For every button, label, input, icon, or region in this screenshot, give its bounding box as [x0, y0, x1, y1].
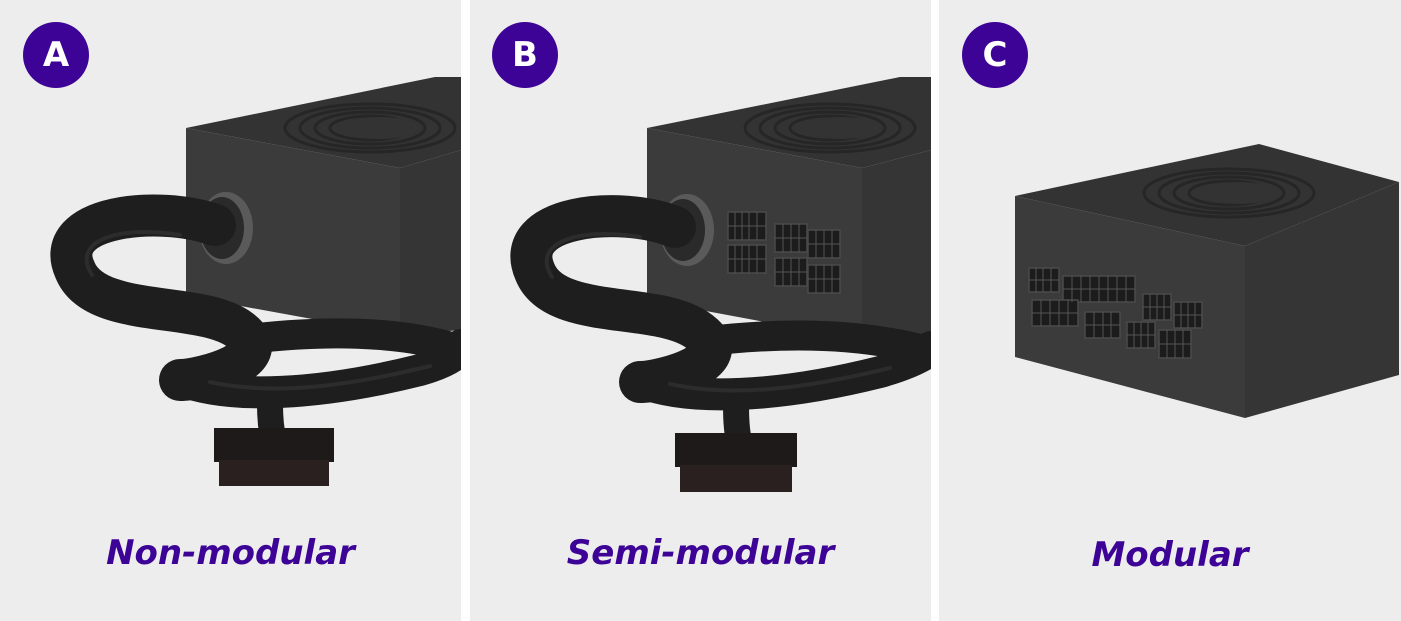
- non-modular-psu-illustration: [50, 77, 461, 486]
- caption-non-modular: Non-modular: [106, 533, 355, 573]
- caption-semi-modular: Semi-modular: [566, 533, 835, 573]
- badge-a: A: [23, 22, 89, 88]
- badge-c: C: [962, 22, 1028, 88]
- modular-psu-illustration: [1015, 144, 1399, 418]
- badge-b: B: [492, 22, 558, 88]
- caption-modular: Modular: [1091, 535, 1249, 575]
- semi-modular-psu-illustration: [510, 77, 931, 492]
- panel-modular: C Modular: [939, 0, 1401, 621]
- panel-semi-modular: B Semi-modular: [470, 0, 931, 621]
- panel-non-modular: A Non-modular: [0, 0, 461, 621]
